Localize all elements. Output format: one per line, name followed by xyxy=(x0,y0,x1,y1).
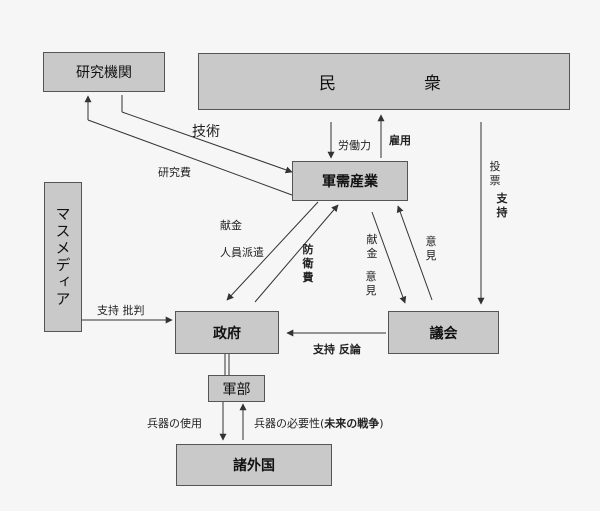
foreign-label: 諸外国 xyxy=(233,458,275,474)
people-label-left: 民 xyxy=(319,74,336,94)
label-donation2: 献金 xyxy=(366,233,378,260)
label-future-war: 未来の戦争 xyxy=(324,417,380,430)
arrow-research-funds-diag xyxy=(87,119,293,196)
label-employment: 雇用 xyxy=(389,134,411,147)
research-box: 研究機関 xyxy=(43,52,165,92)
label-need-weapons: 兵器の必要性(未来の戦争) xyxy=(254,417,384,431)
arrow-donation xyxy=(226,201,319,301)
label-defense: 防衛費 xyxy=(302,243,314,284)
foreign-box: 諸外国 xyxy=(176,444,332,486)
label-labor: 労働力 xyxy=(338,139,371,152)
label-technology: 技術 xyxy=(192,124,220,140)
label-research-funds: 研究費 xyxy=(158,166,191,179)
arrow-opinion xyxy=(396,205,433,301)
label-vote: 投票 xyxy=(489,160,501,187)
label-support-criticism: 支持 批判 xyxy=(97,304,145,317)
label-opinion: 意見 xyxy=(425,235,437,262)
parliament-label: 議会 xyxy=(429,325,458,342)
government-label: 政府 xyxy=(213,325,241,342)
label-need-suffix: ) xyxy=(379,417,384,430)
parliament-box: 議会 xyxy=(388,311,499,354)
people-box: 民 衆 xyxy=(198,53,570,110)
military-box: 軍部 xyxy=(208,375,265,402)
media-box: マスメディア xyxy=(44,182,82,332)
arrow-donation-parliament xyxy=(371,211,407,304)
label-support-rebuttal: 支持 反論 xyxy=(313,343,361,356)
media-label: マスメディア xyxy=(53,206,72,308)
military-label: 軍部 xyxy=(222,381,251,398)
research-label: 研究機関 xyxy=(76,65,132,81)
label-support-bold: 支持 xyxy=(496,192,508,219)
label-opinion2: 意見 xyxy=(365,270,377,297)
munitions-label: 軍需産業 xyxy=(322,174,378,190)
label-need-prefix: 兵器の必要性( xyxy=(254,417,325,430)
people-label-right: 衆 xyxy=(424,74,441,94)
munitions-box: 軍需産業 xyxy=(292,161,408,201)
government-box: 政府 xyxy=(175,311,279,354)
arrow-technology-diag xyxy=(121,111,293,174)
arrow-defense xyxy=(254,204,339,303)
label-personnel: 人員派遣 xyxy=(220,246,264,259)
label-use-weapons: 兵器の使用 xyxy=(147,417,202,430)
label-donation: 献金 xyxy=(220,219,242,232)
